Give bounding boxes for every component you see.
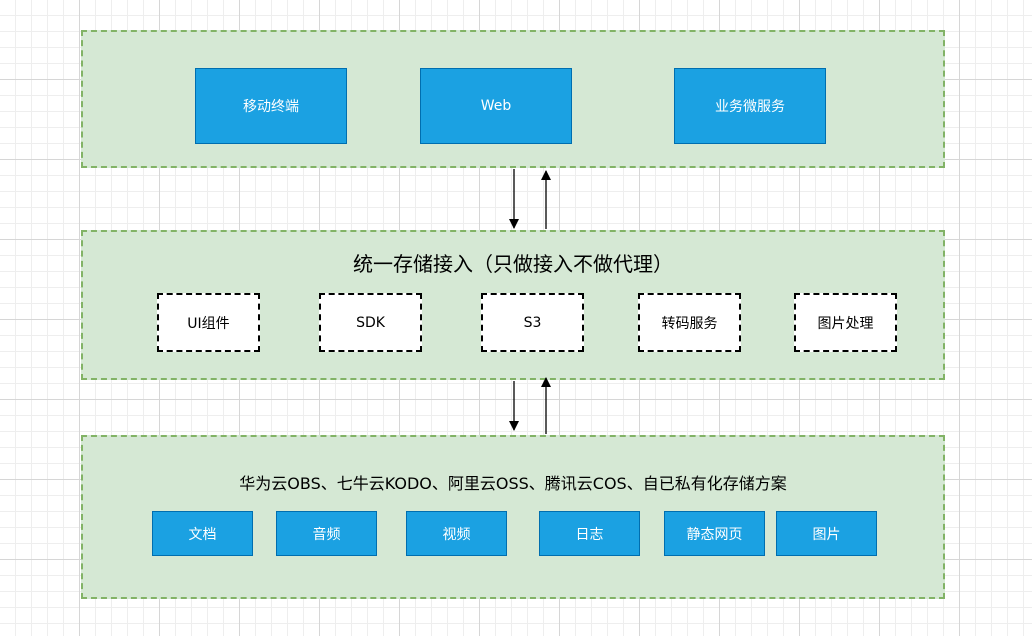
business-microservice-box[interactable]: 业务微服务	[674, 68, 826, 144]
log-box[interactable]: 日志	[539, 511, 640, 556]
document-box[interactable]: 文档	[152, 511, 253, 556]
image-processing-box[interactable]: 图片处理	[794, 293, 897, 352]
s3-box[interactable]: S3	[481, 293, 584, 352]
storage-backend-title: 华为云OBS、七牛云KODO、阿里云OSS、腾讯云COS、自已私有化存储方案	[239, 474, 787, 493]
storage-backend-layer: 华为云OBS、七牛云KODO、阿里云OSS、腾讯云COS、自已私有化存储方案 文…	[81, 435, 945, 599]
web-client-box[interactable]: Web	[420, 68, 572, 144]
audio-box[interactable]: 音频	[276, 511, 377, 556]
sdk-box[interactable]: SDK	[319, 293, 422, 352]
video-box[interactable]: 视频	[406, 511, 507, 556]
transcode-service-box[interactable]: 转码服务	[638, 293, 741, 352]
storage-access-layer: 统一存储接入（只做接入不做代理） UI组件 SDK S3 转码服务 图片处理	[81, 230, 945, 380]
storage-access-title: 统一存储接入（只做接入不做代理）	[353, 252, 673, 276]
ui-component-box[interactable]: UI组件	[157, 293, 260, 352]
mobile-client-box[interactable]: 移动终端	[195, 68, 347, 144]
client-layer: 移动终端 Web 业务微服务	[81, 30, 945, 168]
static-webpage-box[interactable]: 静态网页	[664, 511, 765, 556]
image-box[interactable]: 图片	[776, 511, 877, 556]
